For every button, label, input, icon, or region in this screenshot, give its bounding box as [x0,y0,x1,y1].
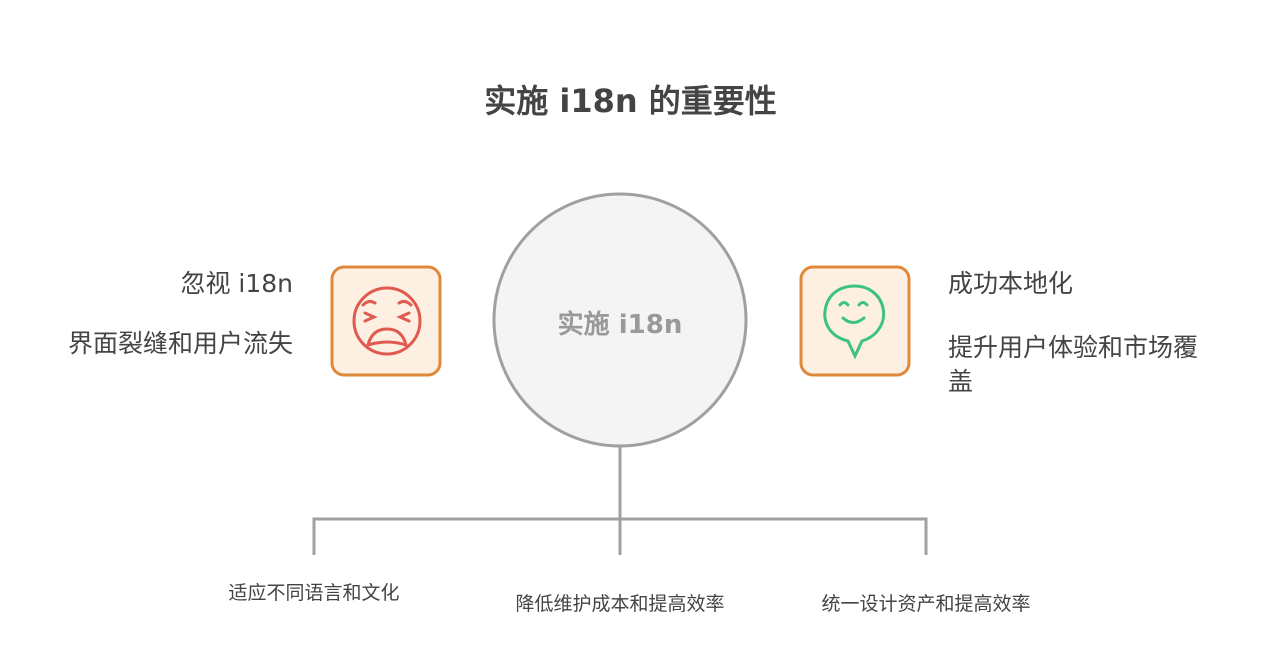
diagram-title: 实施 i18n 的重要性 [484,82,777,120]
left-description: 界面裂缝和用户流失 [67,329,293,358]
left-icon-box [330,265,442,377]
distressed-face-icon [352,286,422,356]
right-description: 提升用户体验和市场覆盖 [948,333,1199,396]
center-label: 实施 i18n [557,310,683,340]
left-heading: 忽视 i18n [180,269,293,298]
right-heading: 成功本地化 [948,269,1074,298]
benefit-2: 降低维护成本和提高效率 [515,593,725,615]
benefit-1: 适应不同语言和文化 [228,582,400,604]
smiling-speech-bubble-icon [823,284,886,360]
connector-lines [312,446,928,555]
benefit-3: 统一设计资产和提高效率 [821,593,1031,615]
